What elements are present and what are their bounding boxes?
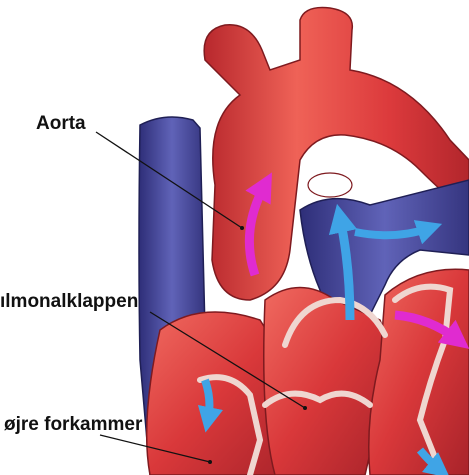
arrow-icon <box>205 380 209 420</box>
left-chambers <box>369 269 469 475</box>
label-pulmonary-valve: ılmonalklappen <box>0 292 138 311</box>
label-aorta: Aorta <box>36 114 86 133</box>
label-right-atrium: øjre forkammer <box>4 415 142 434</box>
